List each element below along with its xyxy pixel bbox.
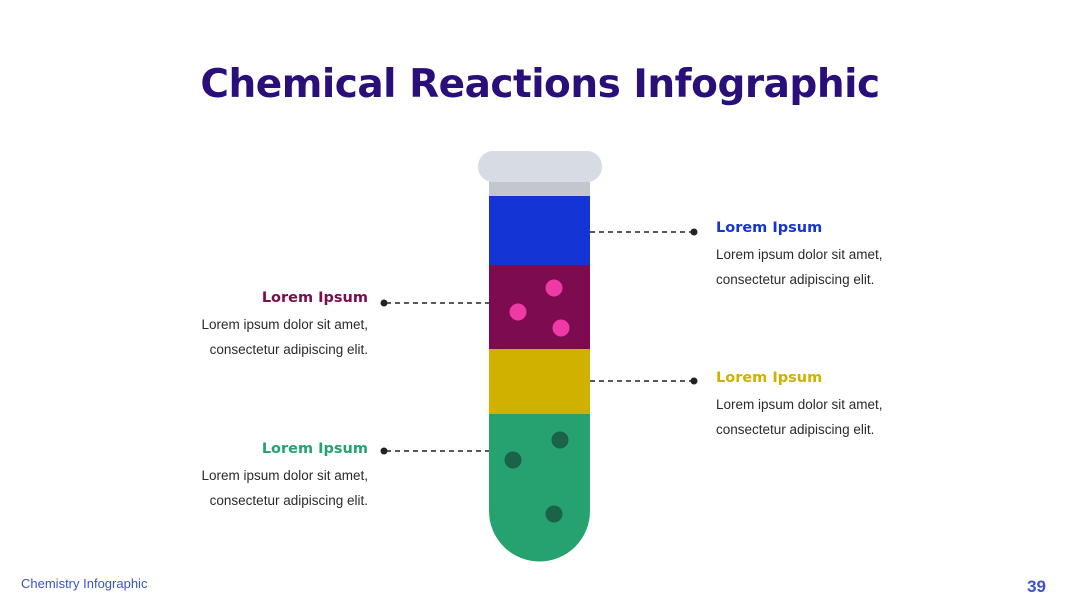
tube-cap xyxy=(478,151,602,182)
connector-yellow xyxy=(590,377,698,385)
callout-blue: Lorem Ipsum Lorem ipsum dolor sit amet, … xyxy=(716,220,956,292)
callout-heading: Lorem Ipsum xyxy=(716,220,823,236)
callout-text-line: Lorem ipsum dolor sit amet, xyxy=(716,397,883,412)
connector-green xyxy=(380,447,489,455)
connector-purple xyxy=(380,299,489,307)
callout-heading: Lorem Ipsum xyxy=(716,370,823,386)
callout-text-line: Lorem ipsum dolor sit amet, xyxy=(201,317,368,332)
callout-green: Lorem Ipsum Lorem ipsum dolor sit amet, … xyxy=(128,441,368,513)
layer-yellow xyxy=(489,349,590,415)
bubble-pink xyxy=(545,279,563,297)
footer-label: Chemistry Infographic xyxy=(21,576,148,591)
bubble-pink xyxy=(552,319,570,337)
callout-yellow: Lorem Ipsum Lorem ipsum dolor sit amet, … xyxy=(716,370,956,442)
page-title: Chemical Reactions Infographic xyxy=(200,62,880,107)
layer-purple xyxy=(489,265,590,350)
callout-heading: Lorem Ipsum xyxy=(261,441,368,457)
callout-text-line: consectetur adipiscing elit. xyxy=(716,422,875,437)
bubble-green xyxy=(504,451,522,469)
callout-text-line: Lorem ipsum dolor sit amet, xyxy=(716,247,883,262)
bubble-pink xyxy=(509,303,527,321)
connector-blue xyxy=(590,228,698,236)
tube-neck xyxy=(489,178,590,197)
bubble-green xyxy=(551,431,569,449)
callout-text-line: consectetur adipiscing elit. xyxy=(209,493,368,508)
callout-purple: Lorem Ipsum Lorem ipsum dolor sit amet, … xyxy=(128,290,368,362)
layer-blue xyxy=(489,196,590,266)
page-number: 39 xyxy=(1027,577,1046,596)
callout-text-line: Lorem ipsum dolor sit amet, xyxy=(201,468,368,483)
callout-text-line: consectetur adipiscing elit. xyxy=(209,342,368,357)
callout-heading: Lorem Ipsum xyxy=(261,290,368,306)
layer-green xyxy=(489,414,590,562)
bubble-green xyxy=(545,505,563,523)
callout-text-line: consectetur adipiscing elit. xyxy=(716,272,875,287)
